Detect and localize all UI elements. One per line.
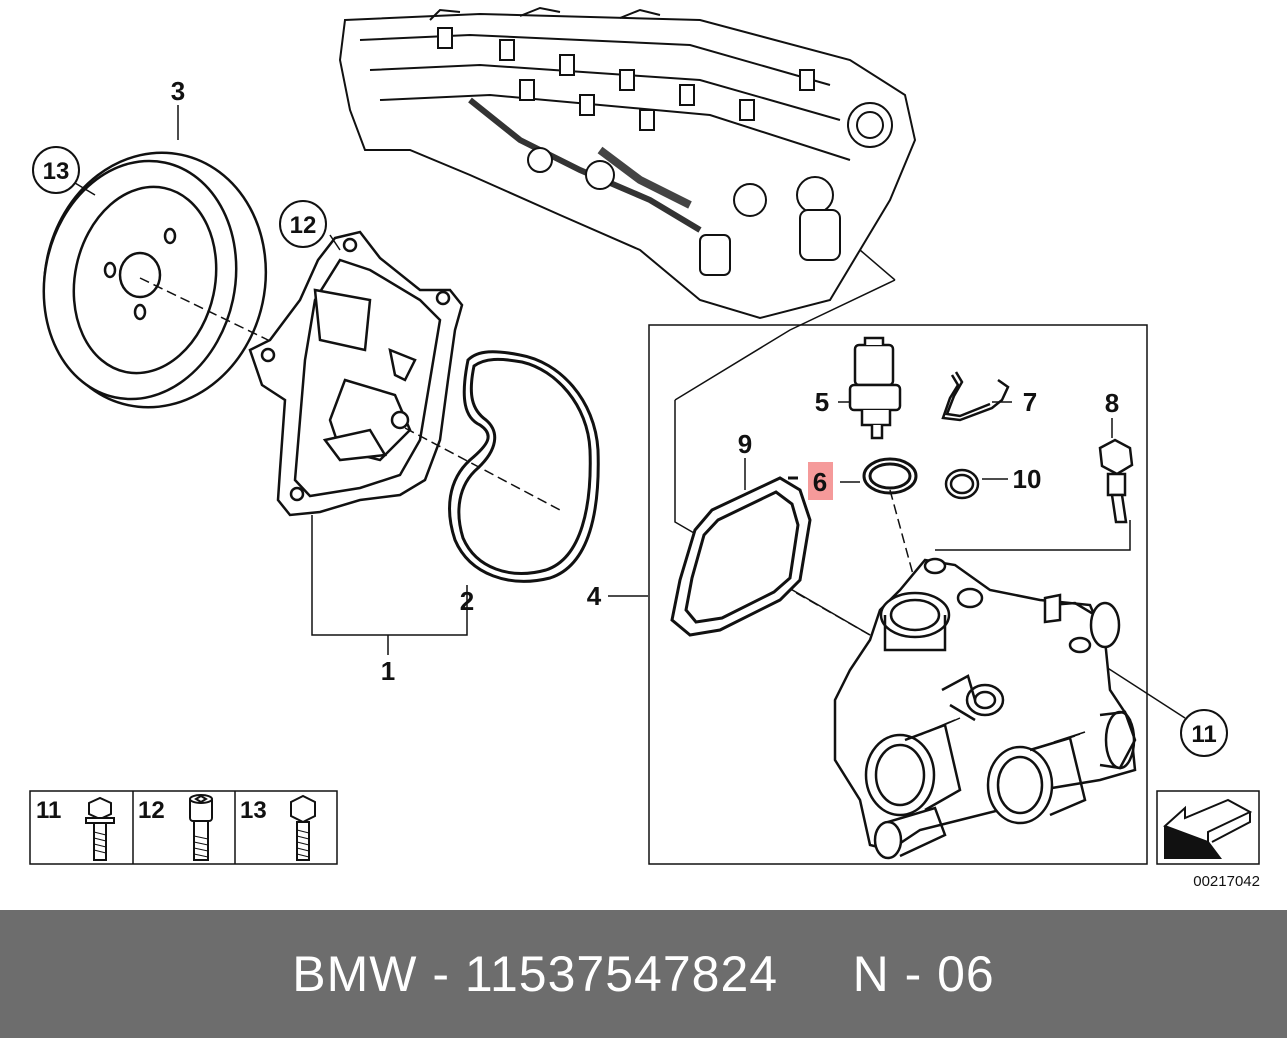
legend-label-12: 12 xyxy=(138,797,165,824)
callout-leaders xyxy=(74,105,1113,655)
temperature-sensor xyxy=(848,336,902,440)
bleed-screw xyxy=(1098,438,1134,524)
o-ring-6 xyxy=(862,457,918,495)
thermostat-housing xyxy=(833,557,1137,860)
o-ring-10 xyxy=(944,468,980,500)
bolt-12-icon xyxy=(189,794,213,861)
footer-code: N - 06 xyxy=(852,946,995,1002)
legend-label-11: 11 xyxy=(36,797,61,824)
callout-9: 9 xyxy=(738,429,752,459)
inset-box xyxy=(648,324,1148,865)
callout-labels: 3 13 12 2 1 4 5 6 7 8 9 10 11 xyxy=(32,76,1228,757)
callout-10: 10 xyxy=(1013,464,1042,494)
bolt-13-icon xyxy=(290,794,316,861)
view-direction-icon xyxy=(1156,790,1260,865)
footer-separator: - xyxy=(417,946,465,1002)
callout-12: 12 xyxy=(290,212,317,239)
water-pump xyxy=(248,230,464,517)
callout-13: 13 xyxy=(43,158,70,185)
callout-3: 3 xyxy=(171,76,185,106)
housing-gasket xyxy=(670,476,812,637)
pump-gasket xyxy=(448,350,600,583)
reference-number: 00217042 xyxy=(1193,873,1260,890)
footer-brand: BMW xyxy=(292,946,418,1002)
callout-5: 5 xyxy=(815,387,829,417)
footer-gap xyxy=(778,945,852,1003)
callout-8: 8 xyxy=(1105,388,1119,418)
footer-bar: BMW - 11537547824 N - 06 xyxy=(0,910,1287,1038)
callout-7: 7 xyxy=(1023,387,1037,417)
retaining-clip xyxy=(941,371,1010,422)
cylinder-head xyxy=(338,6,917,320)
callout-1: 1 xyxy=(381,656,395,686)
callout-11: 11 xyxy=(1191,721,1216,748)
pulley xyxy=(42,151,268,409)
highlight-box xyxy=(808,462,833,500)
parts-diagram: 3 13 12 2 1 4 5 6 7 8 9 10 11 11 12 13 xyxy=(29,6,1260,890)
bolt-legend: 11 12 13 xyxy=(29,790,338,865)
callout-6: 6 xyxy=(813,467,827,497)
bolt-11-icon xyxy=(85,796,115,861)
callout-4: 4 xyxy=(587,581,602,611)
callout-2: 2 xyxy=(460,586,474,616)
footer-part-number: 11537547824 xyxy=(464,946,779,1002)
legend-label-13: 13 xyxy=(240,797,267,824)
